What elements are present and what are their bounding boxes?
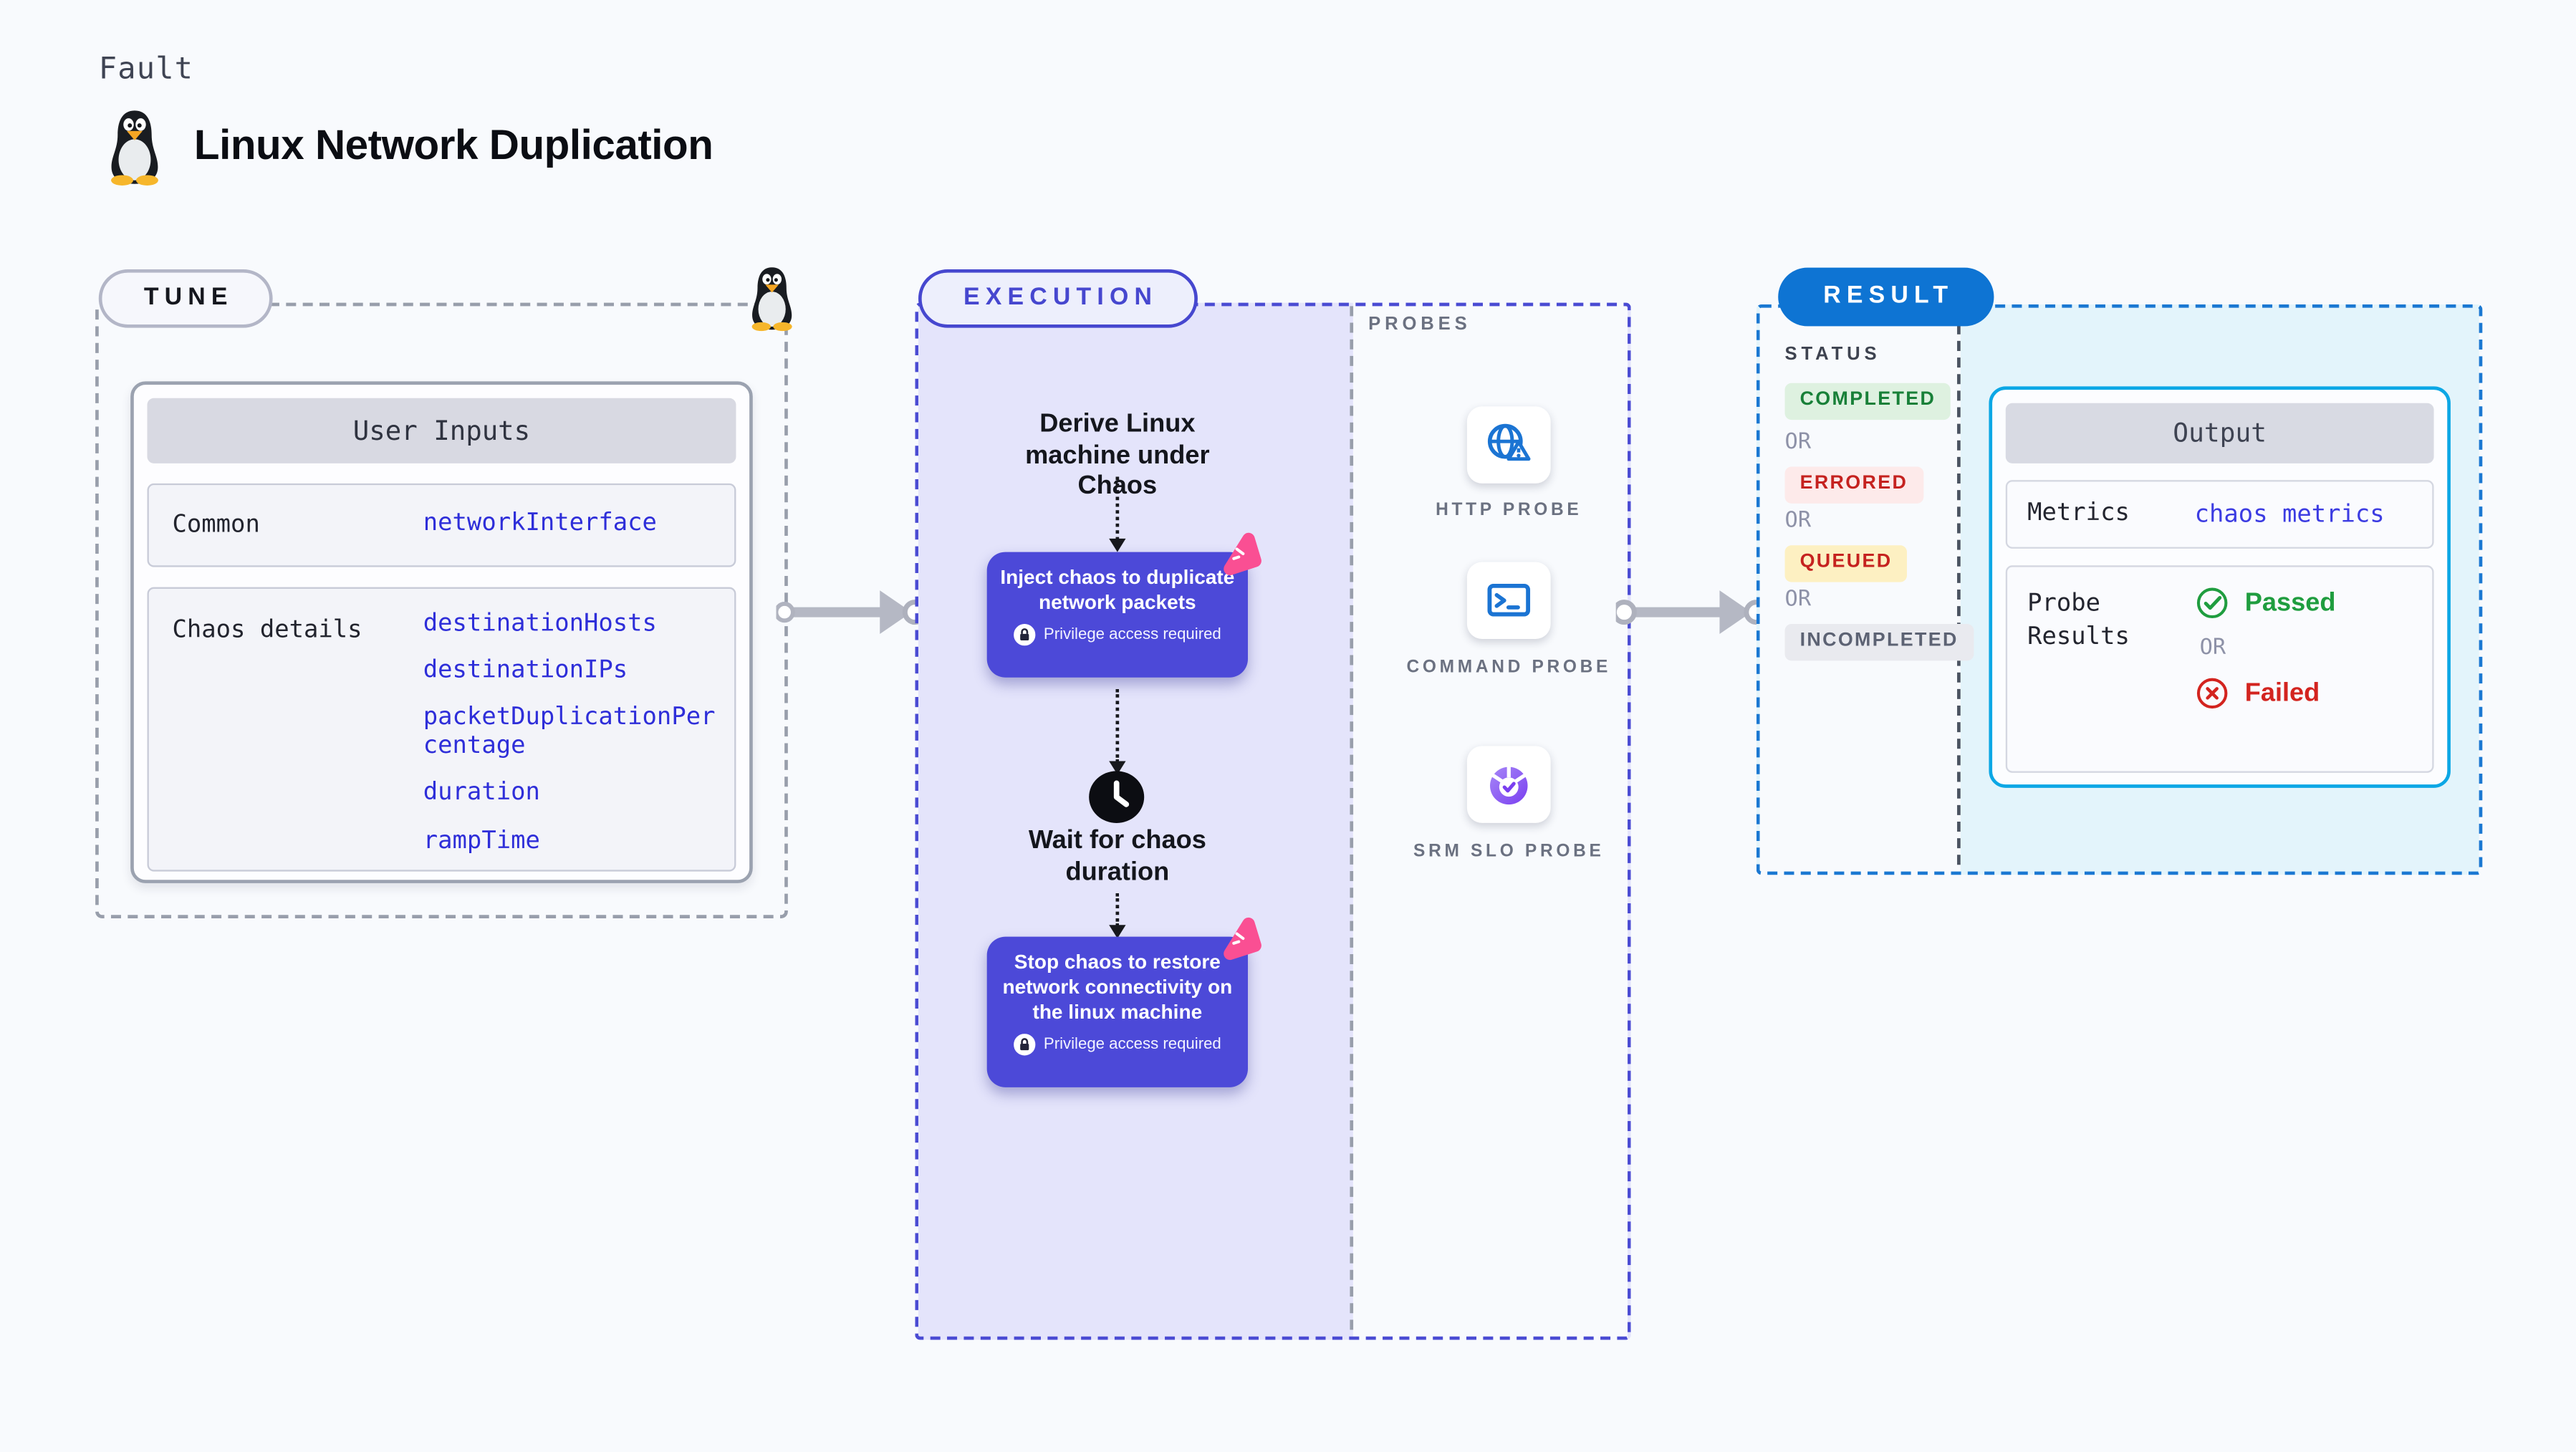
arrowhead-icon [1109, 538, 1126, 552]
terminal-icon [1487, 583, 1531, 617]
input-value-link[interactable]: networkInterface [423, 511, 657, 538]
result-output-divider [1957, 307, 1961, 865]
or-label: OR [1784, 508, 1812, 534]
status-label: STATUS [1784, 345, 1881, 365]
inject-chaos-node: Inject chaos to duplicate network packet… [986, 552, 1248, 678]
chaos-fault-icon [1224, 917, 1261, 961]
status-badge-queued: QUEUED [1784, 545, 1908, 582]
tune-badge: TUNE [98, 269, 274, 327]
probe-results-row: Probe Results Passed OR Failed [2005, 565, 2434, 773]
chaos-fault-icon [1224, 532, 1261, 575]
page-title-row: Linux Network Duplication [104, 107, 713, 186]
or-label: OR [1784, 430, 1812, 456]
input-row-common: Common networkInterface [147, 483, 736, 567]
srm-slo-probe-card [1466, 746, 1551, 823]
input-row-label: Chaos details [172, 617, 362, 645]
input-value-link[interactable]: duration [423, 780, 540, 807]
metrics-label: Metrics [2027, 499, 2130, 527]
lock-icon [1013, 623, 1036, 646]
input-row-chaos-details: Chaos details destinationHosts destinati… [147, 587, 736, 872]
probe-results-label: Probe Results [2027, 590, 2130, 650]
command-probe-card [1466, 562, 1551, 640]
wait-clock-icon [1089, 771, 1145, 823]
status-badge-incompleted: INCOMPLETED [1784, 623, 1974, 660]
or-label: OR [1784, 587, 1812, 612]
inject-chaos-title: Inject chaos to duplicate network packet… [1000, 565, 1235, 614]
privilege-label: Privilege access required [1043, 1035, 1221, 1054]
check-circle-icon [2196, 587, 2228, 619]
linux-tux-icon [111, 110, 158, 186]
command-probe-label: COMMAND PROBE [1406, 657, 1611, 678]
http-probe-card [1466, 406, 1551, 484]
failed-label: Failed [2244, 678, 2320, 707]
linux-tux-icon-small [751, 267, 792, 332]
output-header: Output [2005, 403, 2434, 463]
stop-chaos-node: Stop chaos to restore network connectivi… [986, 936, 1248, 1087]
execution-probes-divider [1350, 306, 1354, 1330]
input-value-link[interactable]: packetDuplicationPercentage [423, 704, 716, 760]
metrics-row: Metrics chaos metrics [2005, 480, 2434, 549]
user-inputs-header: User Inputs [147, 398, 736, 463]
status-badge-errored: ERRORED [1784, 466, 1923, 503]
input-row-label: Common [172, 511, 260, 539]
step-derive-title: Derive Linux machine under Chaos [1025, 410, 1210, 501]
dotted-flow-arrow [1109, 476, 1126, 552]
globe-alert-icon [1487, 423, 1531, 461]
fault-kicker: Fault [98, 52, 194, 87]
passed-label: Passed [2244, 587, 2336, 617]
step-wait-title: Wait for chaos duration [1028, 826, 1206, 886]
result-badge: RESULT [1778, 267, 1994, 326]
chaos-metrics-link[interactable]: chaos metrics [2194, 501, 2385, 528]
dotted-flow-arrow [1109, 689, 1126, 775]
srm-slo-probe-label: SRM SLO PROBE [1413, 841, 1605, 862]
x-circle-icon [2196, 678, 2228, 709]
lock-icon [1013, 1034, 1036, 1056]
arrowhead-icon [1109, 761, 1126, 775]
probes-label: PROBES [1368, 314, 1471, 335]
dotted-flow-arrow [1109, 893, 1126, 938]
page-title: Linux Network Duplication [193, 122, 713, 169]
output-card: Output Metrics chaos metrics Probe Resul… [1989, 386, 2451, 788]
tune-to-execution-arrow [776, 590, 921, 635]
http-probe-label: HTTP PROBE [1436, 500, 1582, 521]
or-label: OR [2199, 635, 2226, 661]
user-inputs-card: User Inputs Common networkInterface Chao… [130, 381, 753, 883]
execution-to-result-arrow [1615, 590, 1760, 635]
status-badge-completed: COMPLETED [1784, 383, 1951, 419]
execution-badge: EXECUTION [918, 269, 1198, 327]
input-value-link[interactable]: rampTime [423, 827, 540, 855]
arrowhead-icon [1109, 925, 1126, 938]
input-value-link[interactable]: destinationIPs [423, 657, 628, 685]
privilege-label: Privilege access required [1043, 625, 1221, 645]
stop-chaos-title: Stop chaos to restore network connectivi… [1002, 950, 1233, 1024]
slo-pie-check-icon [1489, 764, 1528, 805]
input-value-link[interactable]: destinationHosts [423, 610, 657, 638]
